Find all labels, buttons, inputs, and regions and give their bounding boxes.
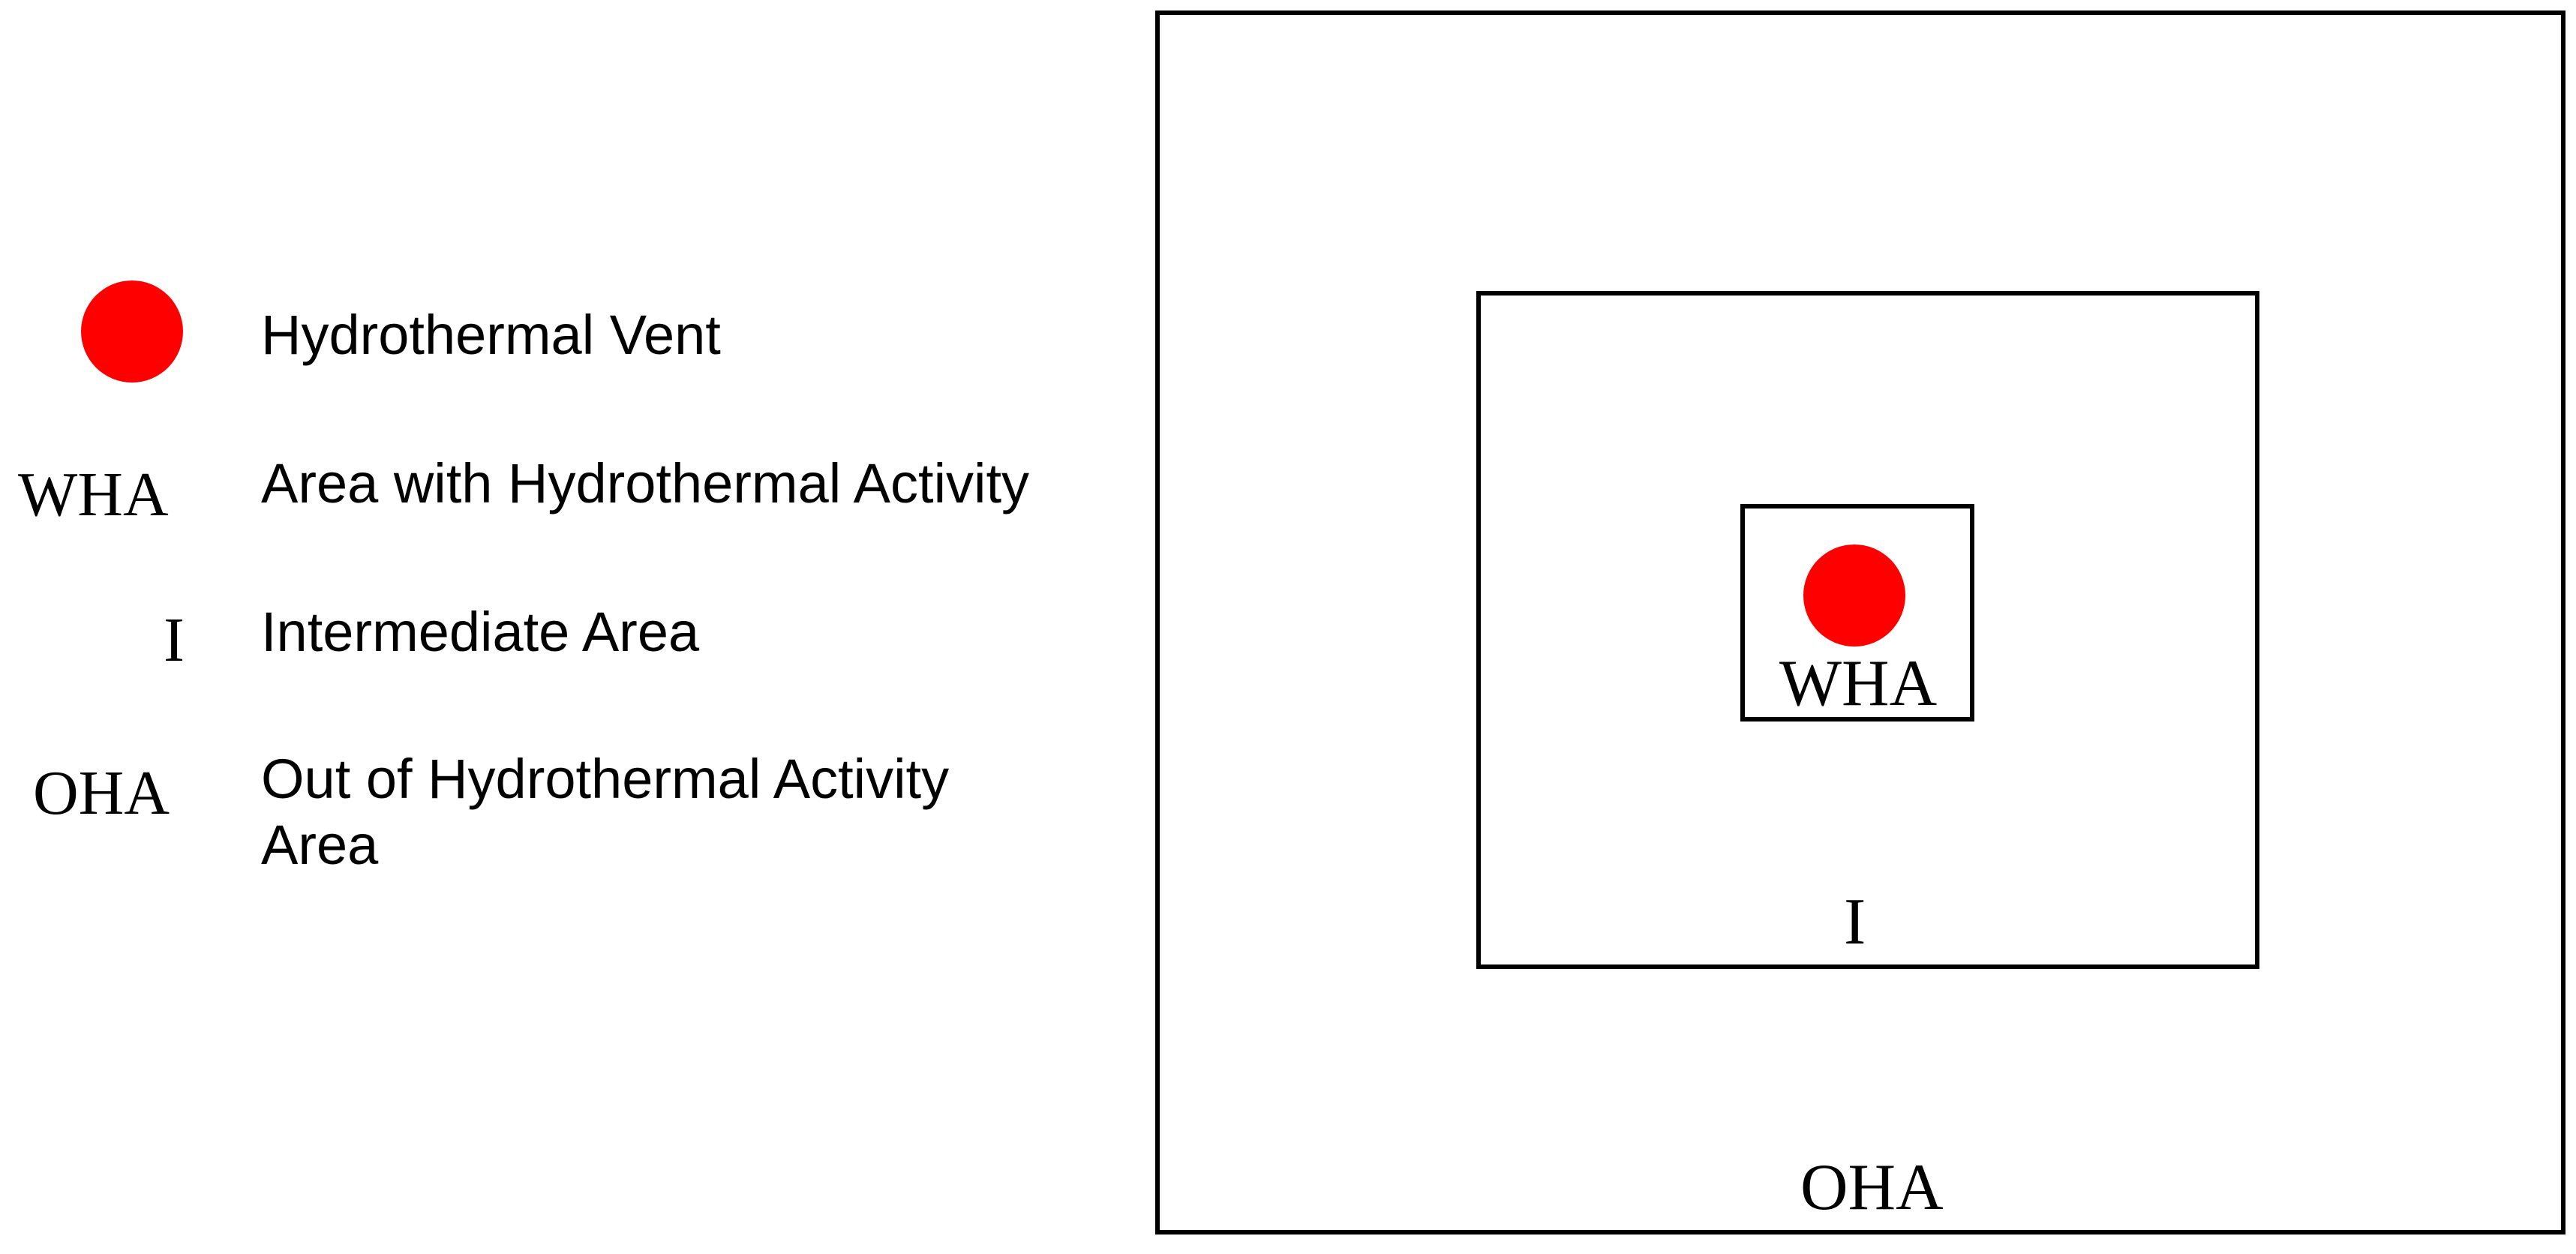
legend-symbol-oha: OHA <box>33 758 170 828</box>
legend-label-oha-line2: Area <box>261 814 379 876</box>
legend-symbol-i: I <box>164 605 185 675</box>
outer-area-label: OHA <box>1800 1151 1944 1224</box>
inner-area-box <box>1740 504 1974 722</box>
legend-symbol-wha: WHA <box>18 460 169 530</box>
legend-label-wha: Area with Hydrothermal Activity <box>261 452 1030 514</box>
legend-label-vent: Hydrothermal Vent <box>261 304 721 366</box>
middle-area-label: I <box>1844 886 1866 958</box>
hydrothermal-vent-icon <box>1803 544 1905 646</box>
middle-area-box <box>1476 291 2259 969</box>
outer-area-box <box>1155 10 2565 1234</box>
inner-area-label: WHA <box>1779 647 1938 720</box>
legend-vent-icon <box>81 280 183 382</box>
legend-label-intermediate: Intermediate Area <box>261 601 700 663</box>
legend-label-oha-line1: Out of Hydrothermal Activity <box>261 748 950 810</box>
